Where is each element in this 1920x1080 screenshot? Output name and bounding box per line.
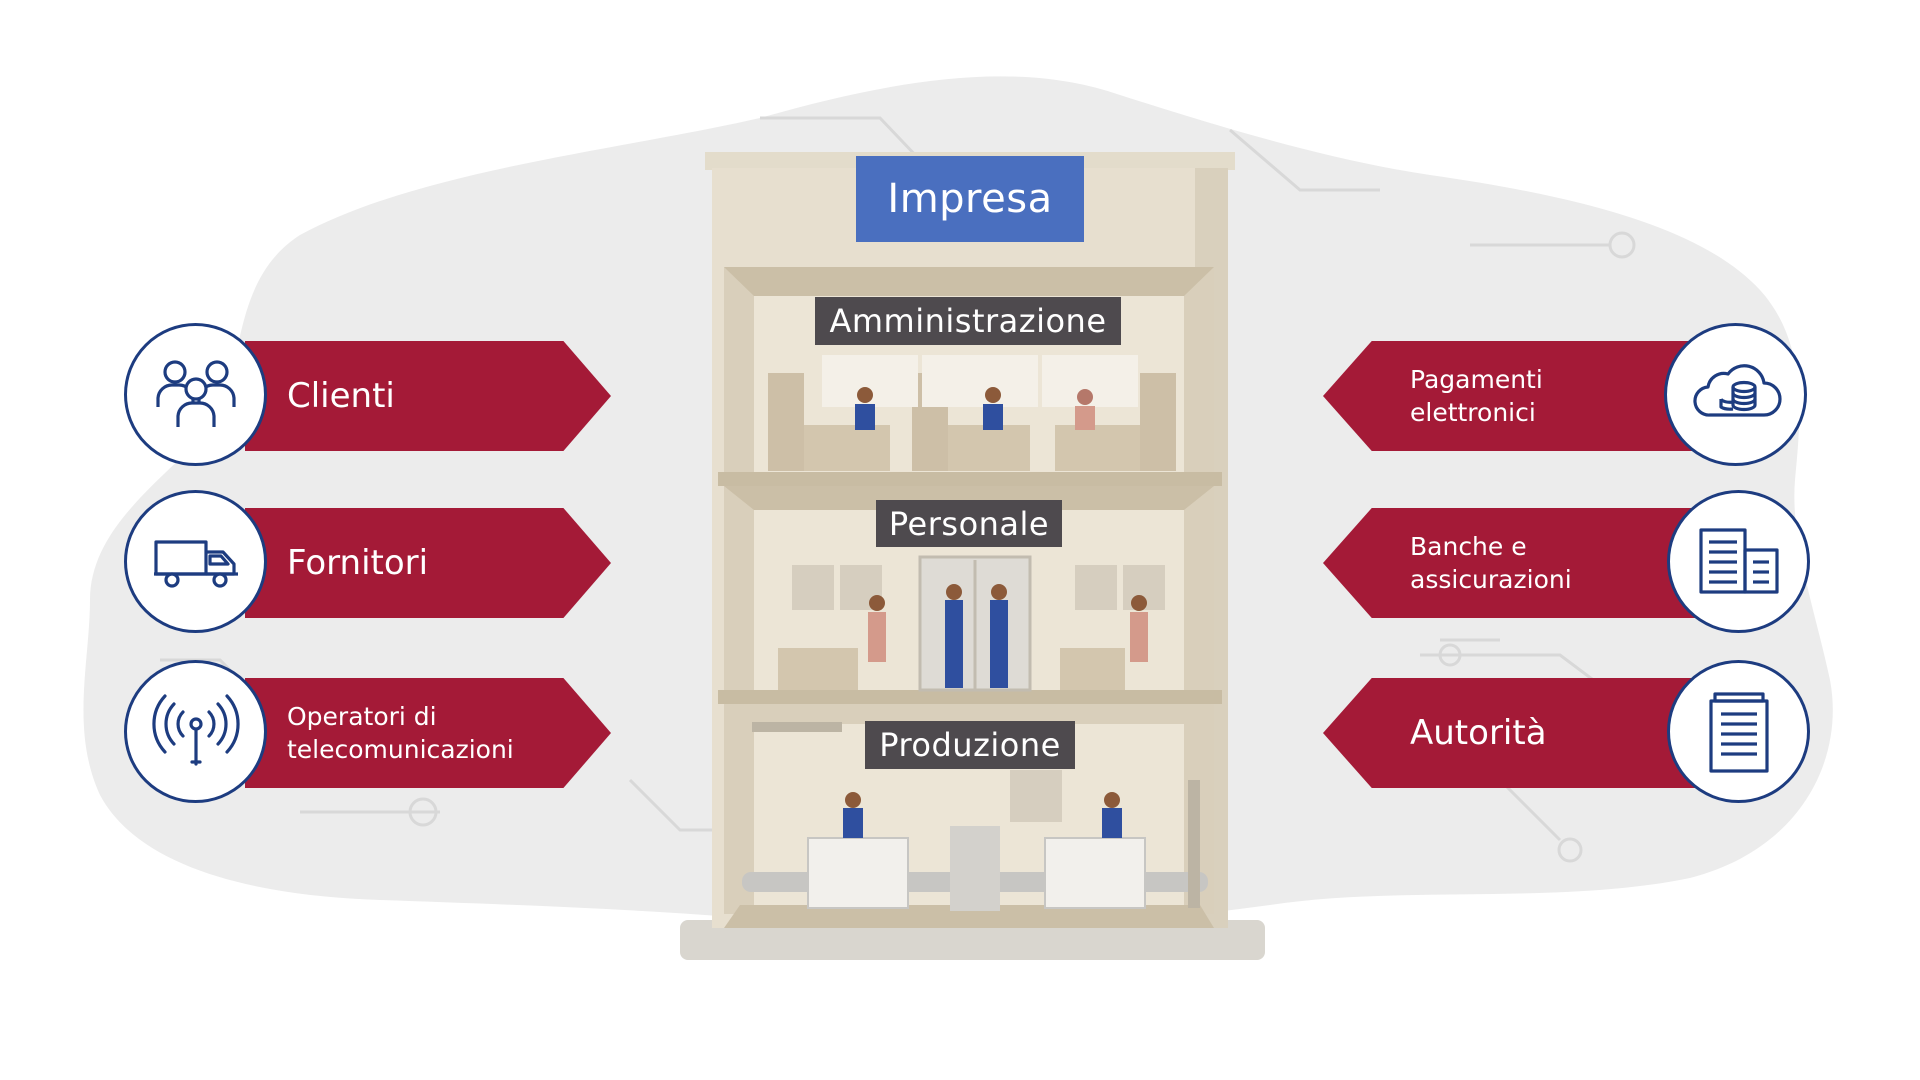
wall-panel [1010,770,1062,822]
tag-label: Pagamenti elettronici [1410,365,1543,427]
person [1131,595,1147,611]
circle-pagamenti [1664,323,1807,466]
desk [1060,648,1125,690]
person-body [868,612,886,662]
tag-label: Operatori di telecomunicazioni [287,702,514,764]
person-body [1130,612,1148,662]
machine [1044,837,1146,909]
desk-3 [1055,425,1140,471]
floor-amm-ceiling [724,267,1214,296]
person [946,584,962,600]
person-body [855,404,875,430]
desk [778,648,858,690]
building [680,152,1265,960]
people-icon [155,359,236,427]
circle-clienti [124,323,267,466]
floor-pro-floor [724,905,1214,928]
cloud-coins-icon [1692,363,1782,417]
office-desks [768,355,1176,471]
person-body [1075,406,1095,430]
floor-amm-slab [718,472,1222,486]
document-icon [1708,691,1769,773]
pipe [752,722,842,732]
person [857,387,873,403]
production-machines [742,722,1208,911]
tag-label: Clienti [287,375,395,416]
circle-autorita [1667,660,1810,803]
person [869,595,885,611]
circle-fornitori [124,490,267,633]
circle-banche [1667,490,1810,633]
building-base [680,920,1265,960]
office-people [778,555,1165,692]
partition-1 [768,373,804,471]
buildings-icon [1698,527,1779,594]
partition-3 [1140,373,1176,471]
worker [1104,792,1120,808]
machine [807,837,909,909]
wall-panel [792,565,834,610]
floor-label-amministrazione: Amministrazione [815,297,1121,345]
tag-label: Autorità [1410,712,1547,753]
window-2 [922,355,1038,407]
floor-per-slab [718,690,1222,704]
tag-label: Banche e assicurazioni [1410,532,1572,594]
person [985,387,1001,403]
control-panel [950,826,1000,911]
floor-per-ceiling [724,486,1214,510]
person [1077,389,1093,405]
wall-panel [1075,565,1117,610]
pipe-vertical [1188,780,1200,908]
tag-banche: Banche e assicurazioni [1323,508,1698,618]
truck-icon [153,539,238,588]
tag-autorita: Autorità [1323,678,1698,788]
person-body [945,600,963,688]
tag-operatori: Operatori di telecomunicazioni [245,678,611,788]
person [991,584,1007,600]
tag-fornitori: Fornitori [245,508,611,618]
floor-label-produzione: Produzione [865,721,1075,769]
worker-body [843,808,863,838]
desk-2 [935,425,1030,471]
tag-pagamenti: Pagamenti elettronici [1323,341,1698,451]
company-title: Impresa [856,156,1084,242]
person-body [983,404,1003,430]
tag-label: Fornitori [287,542,429,583]
floor-label-personale: Personale [876,500,1062,547]
antenna-icon [151,693,240,766]
circle-operatori [124,660,267,803]
desk-1 [790,425,890,471]
worker-body [1102,808,1122,838]
worker [845,792,861,808]
tag-clienti: Clienti [245,341,611,451]
person-body [990,600,1008,688]
